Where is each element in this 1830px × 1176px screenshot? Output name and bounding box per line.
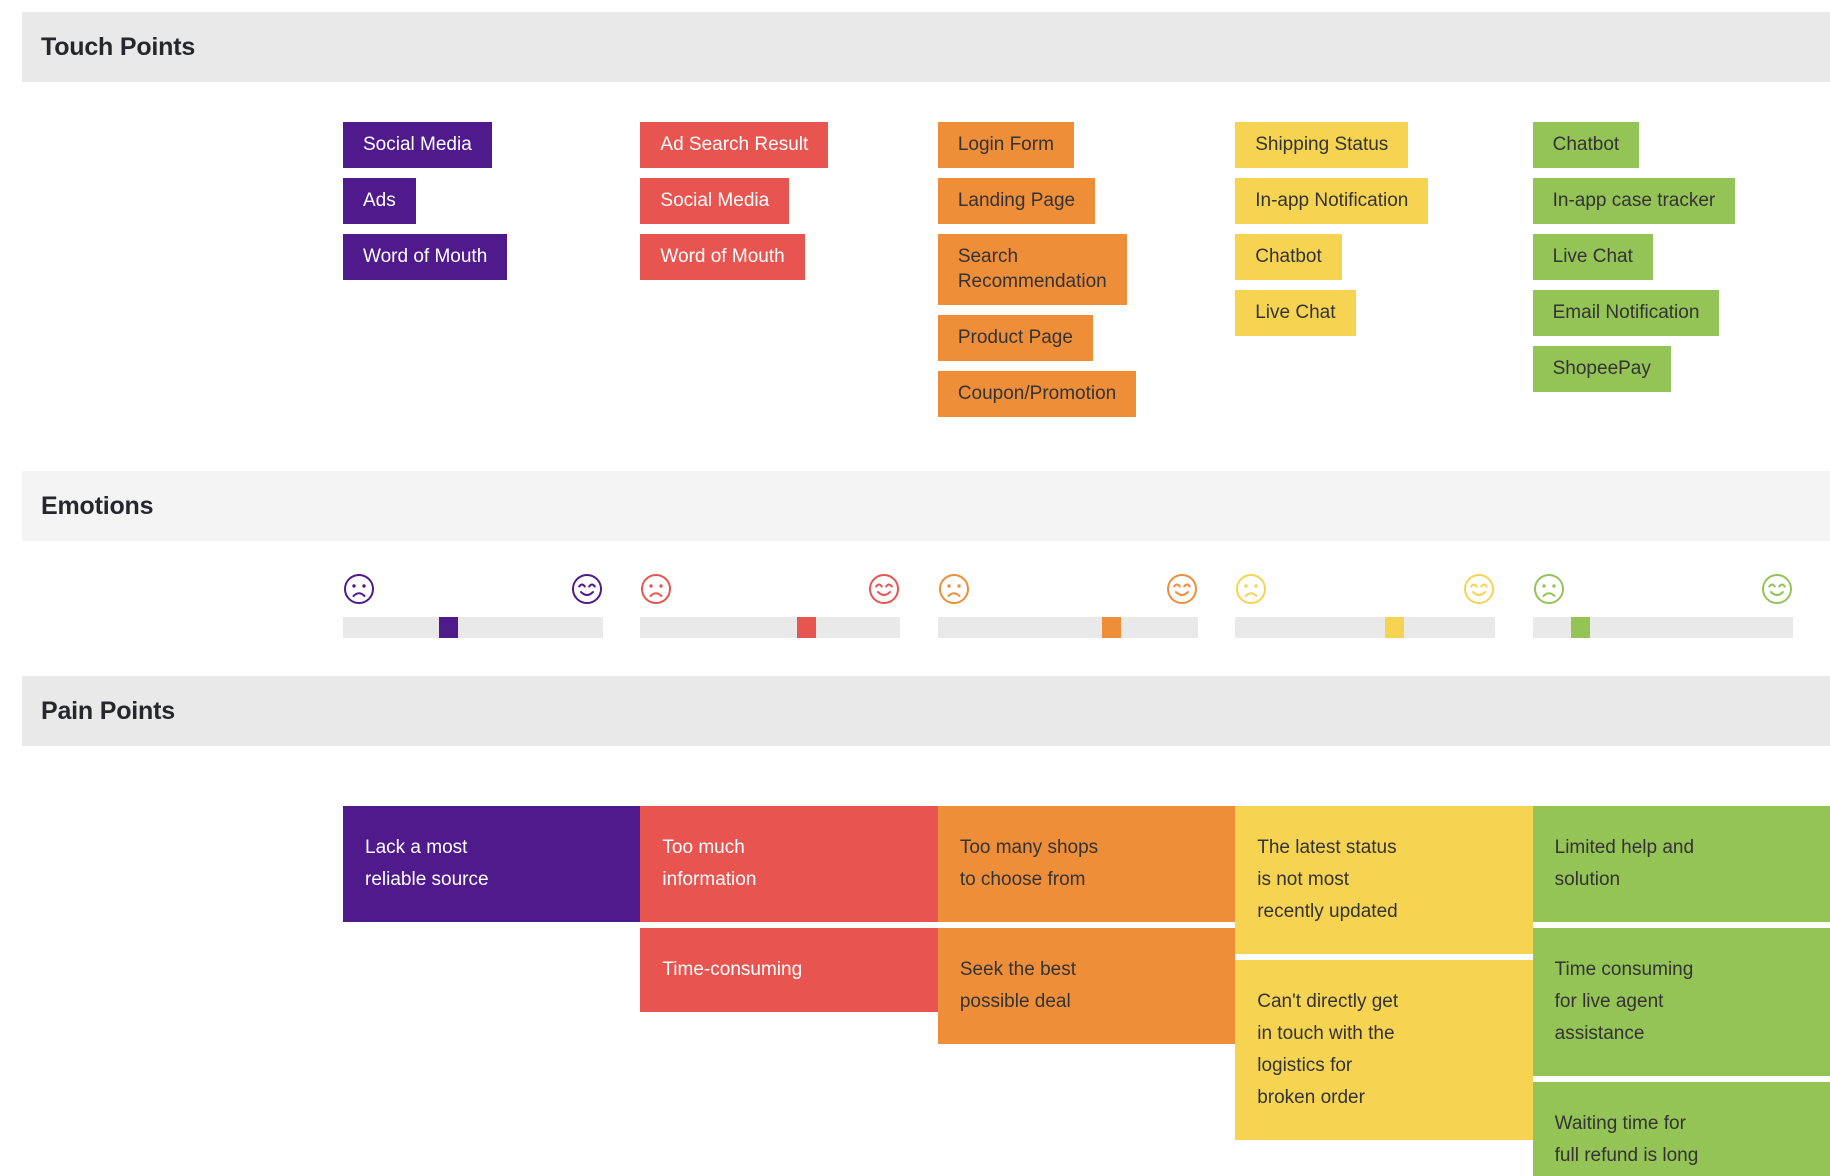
emotion-cell-consideration [640,573,937,638]
emotion-slider-marker[interactable] [797,617,817,638]
happy-face-icon [571,573,603,605]
emotion-face-pair [640,573,900,605]
touch-point-chip[interactable]: Live Chat [1235,290,1356,336]
emotion-slider-marker[interactable] [1101,617,1121,638]
sad-face-icon [1235,573,1267,605]
touch-point-chip[interactable]: ShopeePay [1532,346,1671,392]
touch-point-chip[interactable]: Social Media [343,122,492,168]
touch-point-chip[interactable]: Landing Page [937,178,1096,224]
touch-points-header: Touch Points [22,12,1830,82]
touch-point-chip[interactable]: Product Page [937,315,1093,361]
pain-point-card[interactable]: Seek the best possible deal [937,928,1236,1044]
touch-point-chip[interactable]: Coupon/Promotion [937,371,1137,417]
row-label-spacer [0,122,343,427]
touch-point-chip[interactable]: In-app case tracker [1532,178,1736,224]
touch-point-chip[interactable]: Ad Search Result [640,122,829,168]
row-label-spacer [0,573,343,638]
happy-face-icon [1166,573,1198,605]
emotion-cell-after-sales [1532,573,1830,638]
emotion-slider-track[interactable] [640,617,901,638]
emotions-row [0,573,1830,638]
touch-point-chip[interactable]: Word of Mouth [640,234,805,280]
emotion-face-pair [938,573,1198,605]
pain-point-card[interactable]: Time consuming for live agent assistance [1532,928,1830,1076]
pain-points-column-delivery: The latest status is not most recently u… [1235,806,1533,1176]
touch-points-title: Touch Points [41,32,196,61]
touch-point-chip[interactable]: Live Chat [1532,234,1653,280]
touch-point-chip[interactable]: Login Form [937,122,1074,168]
happy-face-icon [1463,573,1495,605]
touch-point-chip[interactable]: Word of Mouth [343,234,508,280]
sad-face-icon [1533,573,1565,605]
emotions-header: Emotions [22,471,1830,541]
emotion-face-pair [343,573,603,605]
pain-points-header: Pain Points [22,676,1830,746]
touch-point-chip[interactable]: Ads [343,178,416,224]
touch-point-chip[interactable]: Shipping Status [1235,122,1409,168]
sad-face-icon [640,573,672,605]
emotion-slider-track[interactable] [343,617,603,638]
emotion-slider-marker[interactable] [1384,617,1404,638]
pain-point-card[interactable]: Too many shops to choose from [937,806,1236,922]
sad-face-icon [343,573,375,605]
emotion-slider-track[interactable] [1235,617,1496,638]
touch-point-chip[interactable]: Chatbot [1532,122,1640,168]
emotion-face-pair [1533,573,1793,605]
emotion-slider-track[interactable] [937,617,1198,638]
emotions-title: Emotions [41,491,154,520]
pain-point-card[interactable]: Can't directly get in touch with the log… [1235,960,1533,1140]
pain-point-card[interactable]: Too much information [640,806,938,922]
pain-points-column-awareness: Lack a most reliable source [343,806,641,1176]
happy-face-icon [1761,573,1793,605]
emotion-slider-marker[interactable] [439,617,459,638]
pain-point-card[interactable]: Lack a most reliable source [343,806,641,922]
touch-point-chip[interactable]: Email Notification [1532,290,1720,336]
pain-point-card[interactable]: Time-consuming [640,928,938,1012]
happy-face-icon [868,573,900,605]
pain-point-card[interactable]: Limited help and solution [1532,806,1830,922]
pain-points-row: Lack a most reliable source Too much inf… [0,806,1830,1176]
touch-point-chip[interactable]: Chatbot [1235,234,1342,280]
emotion-cell-purchase [937,573,1235,638]
pain-points-title: Pain Points [41,696,175,725]
touch-point-chip[interactable]: Search Recommendation [937,234,1127,305]
touch-point-chip[interactable]: In-app Notification [1235,178,1429,224]
emotion-face-pair [1235,573,1495,605]
emotion-slider-marker[interactable] [1571,617,1591,638]
sad-face-icon [938,573,970,605]
emotion-cell-awareness [343,573,640,638]
pain-point-card[interactable]: Waiting time for full refund is long [1532,1082,1830,1176]
row-label-spacer [0,806,343,1176]
pain-point-card[interactable]: The latest status is not most recently u… [1235,806,1533,954]
emotion-slider-track[interactable] [1532,617,1793,638]
touch-point-chip[interactable]: Social Media [640,178,790,224]
emotion-cell-delivery [1235,573,1532,638]
